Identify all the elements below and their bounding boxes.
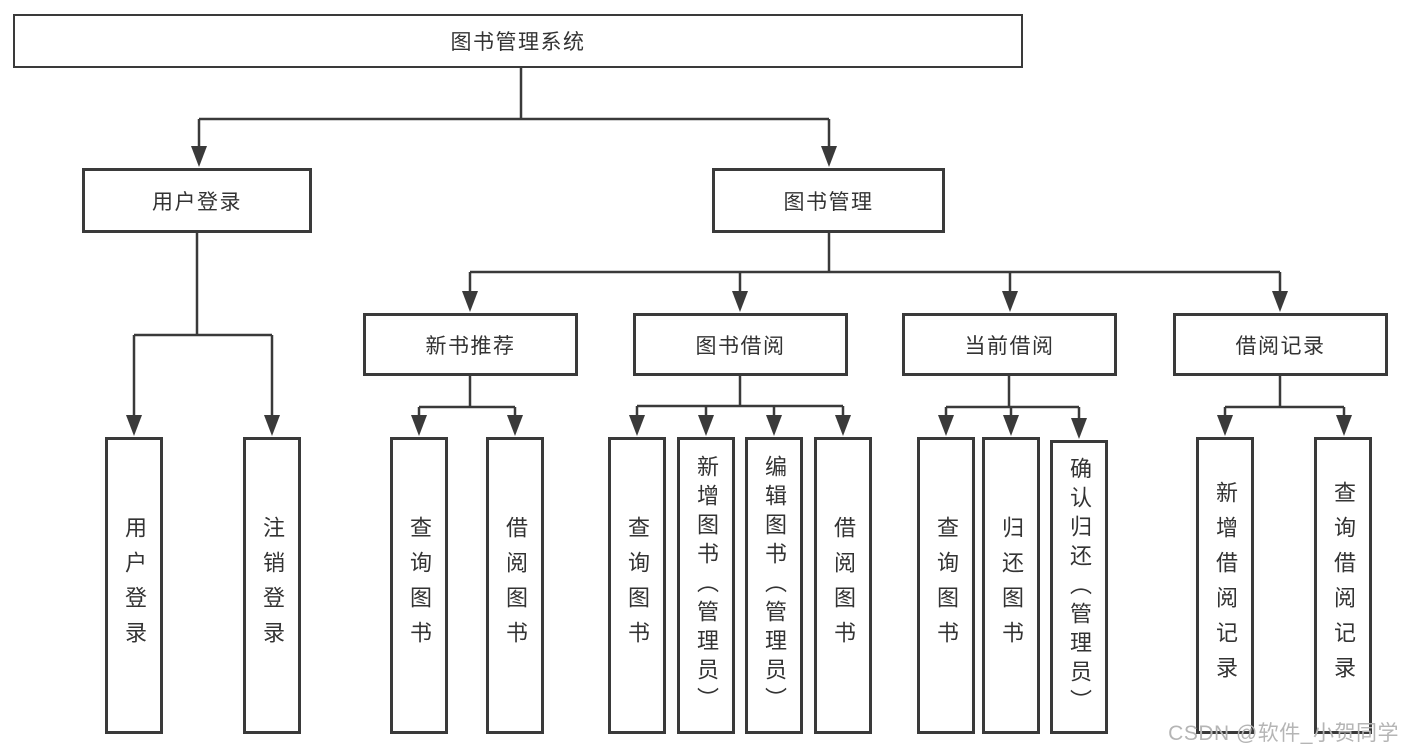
arrow-down-icon: [732, 291, 748, 312]
connector-user-login-children: [126, 233, 280, 436]
watermark: CSDN @软件_小贺同学: [1168, 722, 1399, 745]
leaf-borrow-add-books-admin: 新增图书（管理员）: [677, 437, 735, 734]
arrow-down-icon: [126, 415, 142, 436]
arrow-down-icon: [1272, 291, 1288, 312]
leaf-logout: 注销登录: [243, 437, 301, 734]
leaf-current-return-books: 归还图书: [982, 437, 1040, 734]
node-new-book-recommend: 新书推荐: [363, 313, 578, 376]
arrow-down-icon: [629, 415, 645, 436]
connector-root-to-level2: [191, 68, 837, 167]
node-library-management-system: 图书管理系统: [13, 14, 1023, 68]
arrow-down-icon: [191, 146, 207, 167]
node-current-borrow: 当前借阅: [902, 313, 1117, 376]
connector-book-management-children: [462, 233, 1288, 312]
arrow-down-icon: [507, 415, 523, 436]
node-label: 图书管理: [783, 190, 874, 214]
node-label: 归还图书: [999, 515, 1024, 656]
node-label: 当前借阅: [964, 334, 1055, 358]
node-user-login: 用户登录: [82, 168, 312, 233]
node-borrow-records: 借阅记录: [1173, 313, 1388, 376]
node-label: 用户登录: [152, 190, 242, 214]
node-label: 注销登录: [260, 515, 285, 656]
leaf-records-query-record: 查询借阅记录: [1314, 437, 1372, 734]
node-label: 图书借阅: [695, 334, 786, 358]
node-label: 借阅图书: [503, 515, 528, 656]
node-book-borrow: 图书借阅: [633, 313, 848, 376]
leaf-borrow-query-books: 查询图书: [608, 437, 666, 734]
leaf-current-query-books: 查询图书: [917, 437, 975, 734]
node-label: 查询借阅记录: [1331, 480, 1356, 691]
connector-borrow-records-children: [1217, 376, 1352, 436]
node-label: 确认归还（管理员）: [1067, 456, 1092, 718]
arrow-down-icon: [264, 415, 280, 436]
connector-current-borrow-children: [938, 376, 1087, 439]
connector-book-borrow-children: [629, 376, 851, 436]
node-label: 用户登录: [122, 515, 147, 656]
arrow-down-icon: [698, 415, 714, 436]
node-label: 借阅记录: [1235, 334, 1326, 358]
leaf-current-confirm-return-admin: 确认归还（管理员）: [1050, 440, 1108, 734]
node-label: 查询图书: [625, 515, 650, 656]
node-label: 新增借阅记录: [1213, 480, 1238, 691]
node-label: 新增图书（管理员）: [694, 455, 719, 716]
arrow-down-icon: [835, 415, 851, 436]
arrow-down-icon: [1217, 415, 1233, 436]
node-label: 编辑图书（管理员）: [762, 455, 787, 716]
node-book-management: 图书管理: [712, 168, 945, 233]
leaf-borrow-borrow-books: 借阅图书: [814, 437, 872, 734]
leaf-records-add-record: 新增借阅记录: [1196, 437, 1254, 734]
leaf-user-login: 用户登录: [105, 437, 163, 734]
arrow-down-icon: [1336, 415, 1352, 436]
arrow-down-icon: [1002, 291, 1018, 312]
arrow-down-icon: [462, 291, 478, 312]
node-label: 借阅图书: [831, 515, 856, 656]
arrow-down-icon: [938, 415, 954, 436]
arrow-down-icon: [1003, 415, 1019, 436]
node-label: 查询图书: [934, 515, 959, 656]
arrow-down-icon: [411, 415, 427, 436]
arrow-down-icon: [821, 146, 837, 167]
connector-new-book-recommend-children: [411, 376, 523, 436]
node-label: 新书推荐: [425, 334, 516, 358]
node-label: 图书管理系统: [450, 31, 586, 54]
arrow-down-icon: [766, 415, 782, 436]
leaf-borrow-edit-books-admin: 编辑图书（管理员）: [745, 437, 803, 734]
leaf-recommend-borrow-books: 借阅图书: [486, 437, 544, 734]
arrow-down-icon: [1071, 418, 1087, 439]
node-label: 查询图书: [407, 515, 432, 656]
leaf-recommend-query-books: 查询图书: [390, 437, 448, 734]
